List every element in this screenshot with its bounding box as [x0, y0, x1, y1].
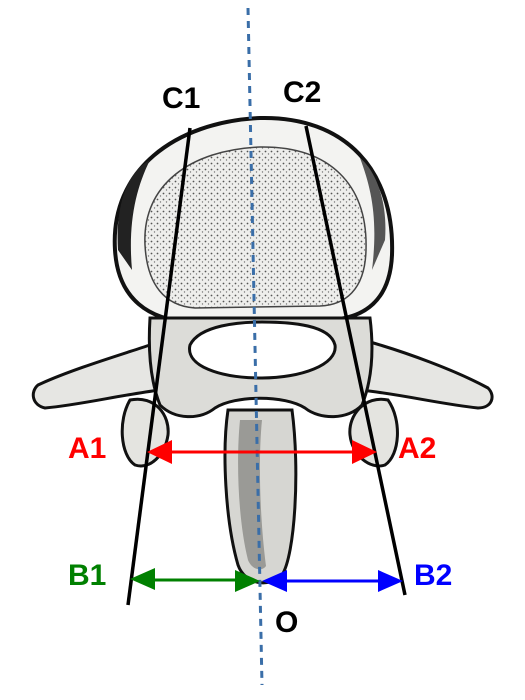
vertebra-illustration [31, 115, 494, 585]
a-arrow [147, 440, 377, 464]
c2-line [304, 125, 407, 596]
transverse-process-left [31, 343, 162, 410]
label-a2: A2 [398, 432, 437, 465]
b1-right-arrowhead [235, 570, 260, 592]
label-c1: C1 [162, 82, 201, 115]
label-b2: B2 [414, 559, 453, 592]
b1-arrow [130, 568, 260, 592]
b2-right-arrowhead [378, 570, 403, 592]
label-o: O [275, 606, 299, 639]
body-shadow-right [360, 158, 386, 270]
a1-arrowhead [147, 440, 172, 464]
transverse-process-right [358, 340, 494, 410]
c1-line [126, 127, 192, 606]
vertebral-foramen [188, 320, 337, 380]
vertebral-body-center [144, 146, 367, 309]
label-b1: B1 [68, 559, 107, 592]
midline-dashed [246, 7, 264, 686]
b2-arrow [262, 570, 403, 592]
label-a1: A1 [68, 432, 107, 465]
body-shadow-left [117, 160, 150, 270]
b2-left-arrowhead [262, 570, 287, 592]
label-c2: C2 [283, 76, 322, 109]
b1-left-arrowhead [130, 568, 155, 590]
a2-arrowhead [352, 440, 377, 464]
